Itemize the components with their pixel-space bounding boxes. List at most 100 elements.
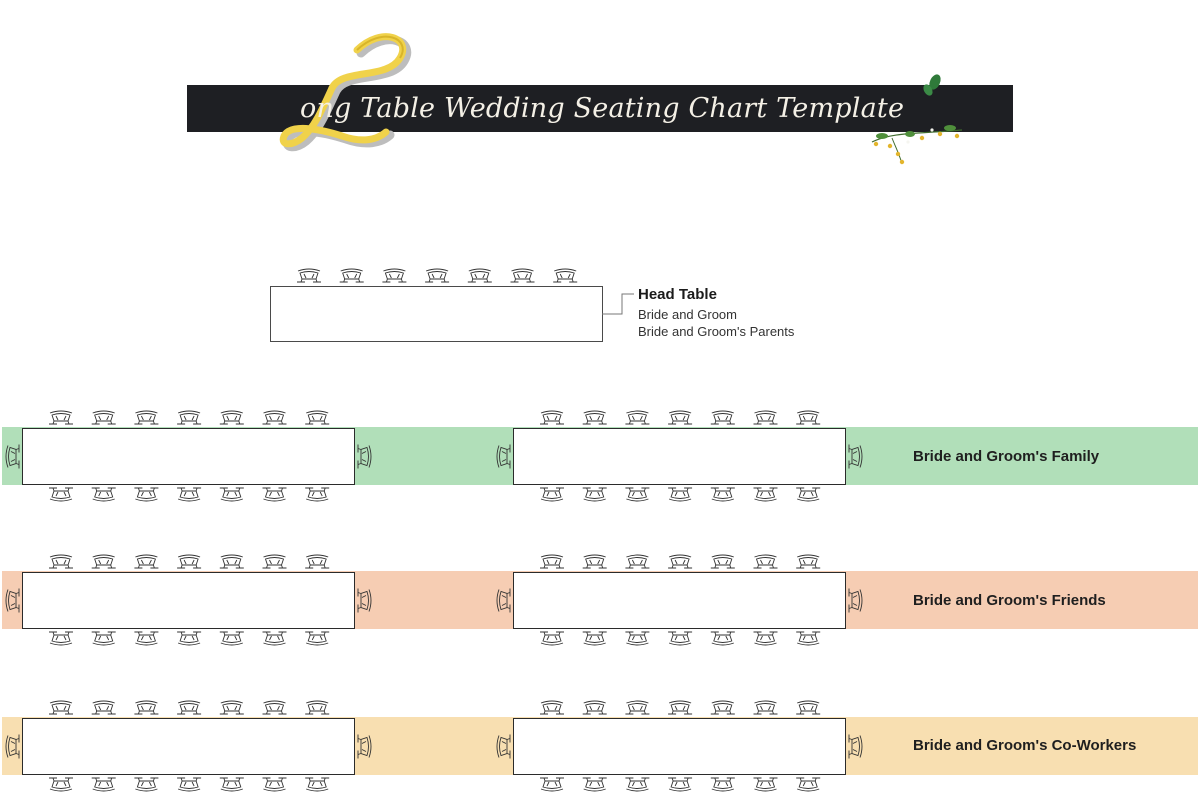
chair-icon (796, 777, 821, 792)
head-table-title: Head Table (638, 286, 717, 303)
chair-icon (668, 487, 693, 502)
chair-icon (625, 631, 650, 646)
chair-icon (134, 410, 159, 425)
chair-icon (796, 554, 821, 569)
chair-icon (262, 777, 287, 792)
chair-icon (262, 554, 287, 569)
chair-icon (177, 700, 202, 715)
chair-icon (710, 410, 735, 425)
chair-icon (177, 487, 202, 502)
chair-icon (49, 554, 73, 569)
chair-icon (796, 700, 821, 715)
chair-icon (91, 554, 116, 569)
chair-icon (91, 777, 116, 792)
chair-icon (49, 631, 73, 646)
chair-icon (262, 631, 287, 646)
chair-icon (553, 268, 578, 283)
chair-icon (668, 554, 693, 569)
head-table-line: Bride and Groom (638, 307, 737, 322)
chair-icon (540, 554, 564, 569)
chair-icon (625, 777, 650, 792)
head-table-connector (602, 293, 634, 315)
chair-icon (262, 700, 287, 715)
chair-icon (796, 410, 821, 425)
chair-icon (540, 700, 564, 715)
chair-icon (710, 777, 735, 792)
chair-icon (710, 700, 735, 715)
chair-icon (668, 410, 693, 425)
chair-icon (753, 700, 778, 715)
chair-icon (710, 487, 735, 502)
chair-icon (177, 631, 202, 646)
chair-icon (219, 554, 244, 569)
chair-icon (668, 700, 693, 715)
chair-icon (753, 554, 778, 569)
chair-icon (540, 410, 564, 425)
chair-icon (540, 487, 564, 502)
chair-icon (625, 700, 650, 715)
chair-icon (177, 554, 202, 569)
group-label-friends: Bride and Groom's Friends (913, 592, 1106, 609)
page-title: ong Table Wedding Seating Chart Template (300, 93, 905, 124)
chair-icon (91, 410, 116, 425)
head-table (270, 286, 603, 342)
chair-icon (91, 700, 116, 715)
chair-icon (710, 631, 735, 646)
chair-icon (262, 410, 287, 425)
decorative-letter-l-icon (279, 33, 412, 152)
chair-icon (305, 410, 330, 425)
chair-icon (49, 487, 73, 502)
chair-icon (753, 410, 778, 425)
chair-icon (625, 410, 650, 425)
chair-icon (625, 554, 650, 569)
chair-icon (49, 777, 73, 792)
chair-icon (467, 268, 492, 283)
chair-icon (753, 631, 778, 646)
chair-icon (219, 487, 244, 502)
chair-icon (582, 777, 607, 792)
long-table (513, 572, 846, 629)
chair-icon (297, 268, 321, 283)
chair-icon (582, 631, 607, 646)
long-table (22, 428, 355, 485)
chair-icon (582, 487, 607, 502)
chair-icon (219, 410, 244, 425)
chair-icon (134, 554, 159, 569)
long-table (513, 718, 846, 775)
floral-decoration-icon (871, 74, 963, 165)
chair-icon (582, 554, 607, 569)
group-label-co-workers: Bride and Groom's Co-Workers (913, 737, 1137, 754)
chair-icon (510, 268, 535, 283)
chair-icon (339, 268, 364, 283)
chair-icon (305, 554, 330, 569)
chair-icon (49, 410, 73, 425)
chair-icon (219, 700, 244, 715)
chair-icon (219, 631, 244, 646)
long-table (513, 428, 846, 485)
chair-icon (134, 700, 159, 715)
chair-icon (305, 777, 330, 792)
chair-icon (262, 487, 287, 502)
chair-icon (796, 487, 821, 502)
group-label-family: Bride and Groom's Family (913, 448, 1100, 465)
head-table-info: Head Table Bride and Groom Bride and Gro… (638, 286, 794, 340)
chair-icon (796, 631, 821, 646)
chair-icon (49, 700, 73, 715)
chair-icon (582, 700, 607, 715)
chair-icon (540, 631, 564, 646)
chair-icon (425, 268, 450, 283)
chair-icon (177, 777, 202, 792)
chair-icon (753, 777, 778, 792)
chair-icon (91, 487, 116, 502)
chair-icon (625, 487, 650, 502)
chair-icon (305, 487, 330, 502)
chair-icon (134, 777, 159, 792)
chair-icon (668, 777, 693, 792)
chair-icon (219, 777, 244, 792)
chair-icon (540, 777, 564, 792)
chair-icon (753, 487, 778, 502)
chair-icon (710, 554, 735, 569)
head-table-line: Bride and Groom's Parents (638, 324, 795, 339)
chair-icon (91, 631, 116, 646)
chair-icon (305, 631, 330, 646)
